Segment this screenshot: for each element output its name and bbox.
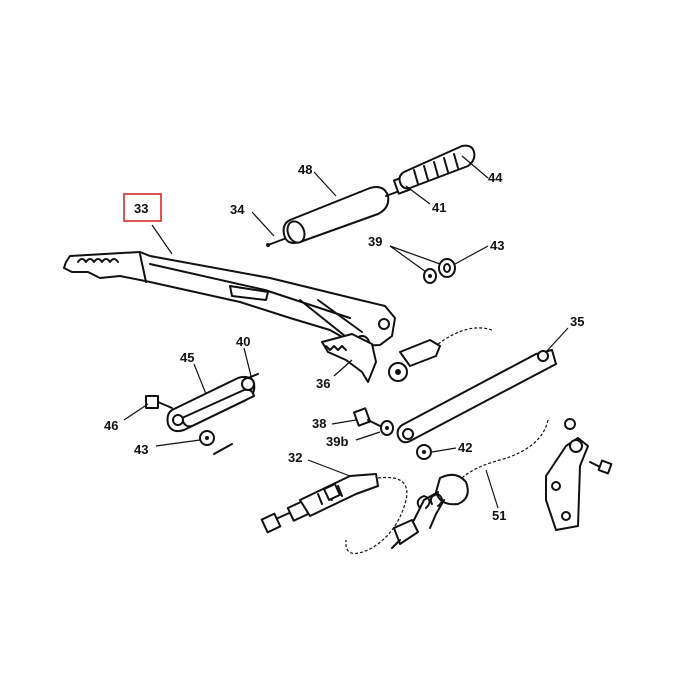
label-48[interactable]: 48 bbox=[298, 162, 312, 177]
label-35[interactable]: 35 bbox=[570, 314, 584, 329]
part-link-bar bbox=[396, 349, 557, 444]
part-linkage-plates bbox=[145, 373, 259, 455]
label-32[interactable]: 32 bbox=[288, 450, 302, 465]
label-36[interactable]: 36 bbox=[316, 376, 330, 391]
highlight-box bbox=[123, 193, 162, 222]
part-ratchet-bracket bbox=[321, 333, 377, 383]
part-cable-adjuster bbox=[260, 473, 408, 555]
part-bolt-washer bbox=[352, 407, 394, 436]
part-nut-42 bbox=[416, 444, 432, 460]
leader-lines bbox=[123, 155, 569, 509]
label-44[interactable]: 44 bbox=[488, 170, 503, 185]
label-42[interactable]: 42 bbox=[458, 440, 472, 455]
label-33[interactable]: 33 bbox=[134, 201, 148, 216]
label-39[interactable]: 39 bbox=[368, 234, 382, 249]
label-40[interactable]: 40 bbox=[236, 334, 250, 349]
part-cable-clevis bbox=[388, 327, 493, 382]
label-45[interactable]: 45 bbox=[180, 350, 194, 365]
part-washer-nut bbox=[423, 258, 456, 284]
label-46[interactable]: 46 bbox=[104, 418, 118, 433]
callout-labels: 33 48 44 34 41 39 43 35 45 40 46 43 36 3… bbox=[104, 162, 584, 523]
part-cable-equaliser bbox=[391, 418, 613, 549]
label-38[interactable]: 38 bbox=[312, 416, 326, 431]
label-34[interactable]: 34 bbox=[230, 202, 245, 217]
label-43-left[interactable]: 43 bbox=[134, 442, 148, 457]
part-grip-assembly bbox=[266, 144, 476, 247]
label-43-top[interactable]: 43 bbox=[490, 238, 504, 253]
label-51[interactable]: 51 bbox=[492, 508, 506, 523]
label-39b[interactable]: 39b bbox=[326, 434, 348, 449]
label-41[interactable]: 41 bbox=[432, 200, 446, 215]
